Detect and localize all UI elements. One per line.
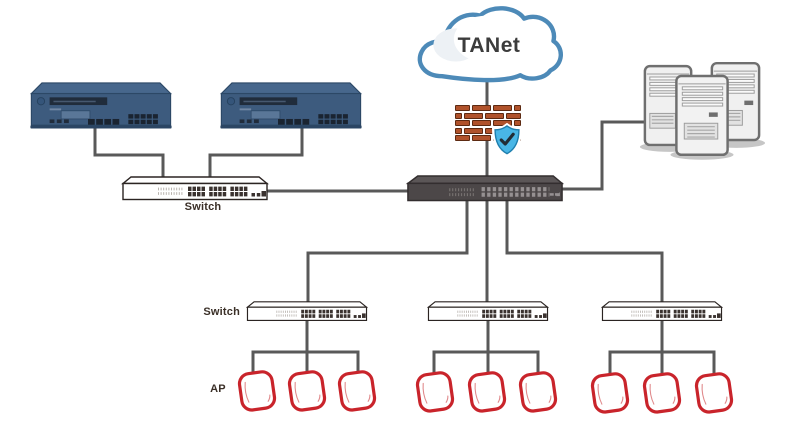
access-point-icon: [466, 368, 508, 414]
core-switch-icon: [404, 174, 566, 204]
access-point-icon: [286, 367, 328, 413]
access-point-icon: [589, 369, 631, 415]
access-switch-label: Switch: [203, 306, 240, 318]
ap-label: AP: [210, 383, 226, 395]
shield-check-icon: [492, 123, 522, 157]
server-farm-icon: [638, 56, 766, 160]
access-point-icon: [236, 367, 278, 413]
security-appliance-2-icon: [218, 82, 363, 130]
access-point-icon: [641, 369, 683, 415]
cloud-label: TANet: [457, 34, 521, 57]
access-point-icon: [693, 369, 735, 415]
access-point-icon: [414, 368, 456, 414]
distribution-switch-icon: [120, 176, 270, 202]
access-switch-1-icon: [245, 301, 369, 323]
access-switch-2-icon: [426, 301, 550, 323]
distribution-switch-label: Switch: [184, 201, 222, 213]
access-point-icon: [336, 367, 378, 413]
security-appliance-1-icon: [28, 82, 173, 130]
access-switch-3-icon: [600, 301, 724, 323]
access-point-icon: [517, 368, 559, 414]
